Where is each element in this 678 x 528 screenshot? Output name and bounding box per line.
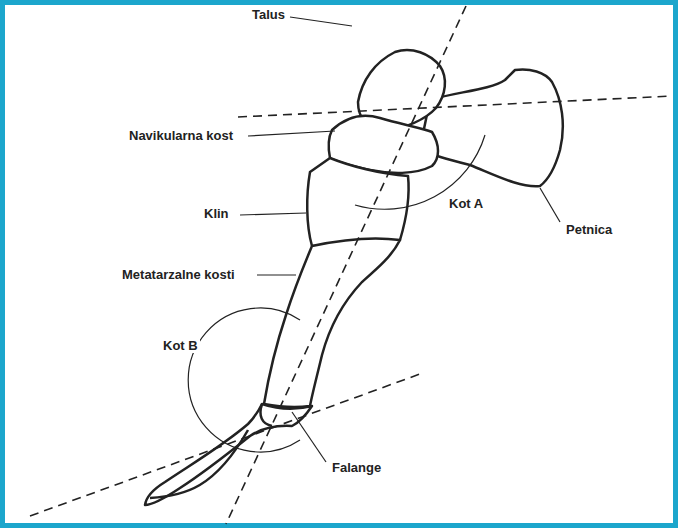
bone-label: Metatarzalne kosti (120, 267, 237, 282)
cuneiform-bone (307, 158, 408, 246)
angle-label: Kot B (161, 338, 200, 353)
bone-label: Klin (202, 206, 231, 221)
phalanx-bone (145, 404, 312, 505)
bone-label: Talus (250, 7, 287, 22)
metatarsal-bone (264, 238, 400, 407)
bone-label: Falange (330, 460, 383, 475)
bone-label: Navikularna kost (127, 128, 235, 143)
angle-label: Kot A (447, 196, 485, 211)
bone-label: Petnica (564, 222, 614, 237)
